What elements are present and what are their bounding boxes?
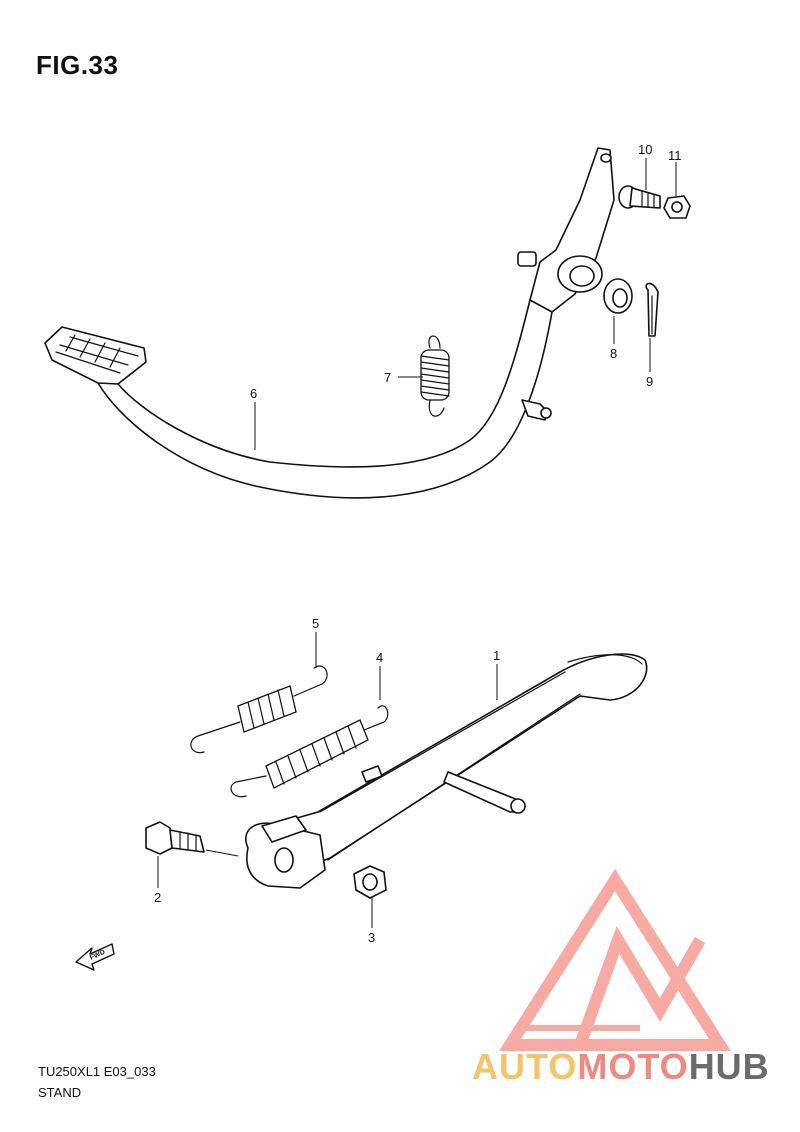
washer-part[interactable] <box>603 278 633 314</box>
callout-10: 10 <box>638 142 652 157</box>
nut-part[interactable] <box>663 195 691 219</box>
bolt-part[interactable] <box>618 185 661 209</box>
callout-4: 4 <box>376 650 383 665</box>
watermark-hub: HUB <box>688 1046 770 1087</box>
stand-spring-long-part[interactable] <box>230 705 389 798</box>
pivot-nut-part[interactable] <box>353 865 387 899</box>
figure-title: FIG.33 <box>36 50 119 80</box>
figure-name: STAND <box>38 1085 82 1100</box>
leader-lines <box>157 158 677 928</box>
callout-7: 7 <box>384 370 391 385</box>
callout-8: 8 <box>610 346 617 361</box>
stand-spring-short-part[interactable] <box>190 665 328 754</box>
figure-code: TU250XL1 E03_033 <box>38 1064 156 1079</box>
callout-2: 2 <box>154 890 161 905</box>
watermark-wordmark: AUTOMOTOHUB <box>472 1046 770 1088</box>
callout-5: 5 <box>312 616 319 631</box>
forward-arrow-icon: FWD <box>75 943 115 971</box>
watermark-moto: MOTO <box>577 1046 689 1087</box>
pedal-spring-part[interactable] <box>420 335 450 417</box>
pivot-bolt-part[interactable] <box>145 821 205 855</box>
cotter-pin-part[interactable] <box>645 282 659 337</box>
callout-9: 9 <box>646 374 653 389</box>
watermark-auto: AUTO <box>472 1046 578 1087</box>
callout-11: 11 <box>668 148 682 163</box>
callout-numbers: 1 2 3 4 5 6 7 8 9 10 11 <box>154 142 682 945</box>
callout-1: 1 <box>493 648 500 663</box>
callout-3: 3 <box>368 930 375 945</box>
brake-pedal-part[interactable] <box>44 147 615 499</box>
watermark-logo-icon <box>499 868 731 1051</box>
side-stand-part[interactable] <box>245 653 648 889</box>
callout-6: 6 <box>250 386 257 401</box>
